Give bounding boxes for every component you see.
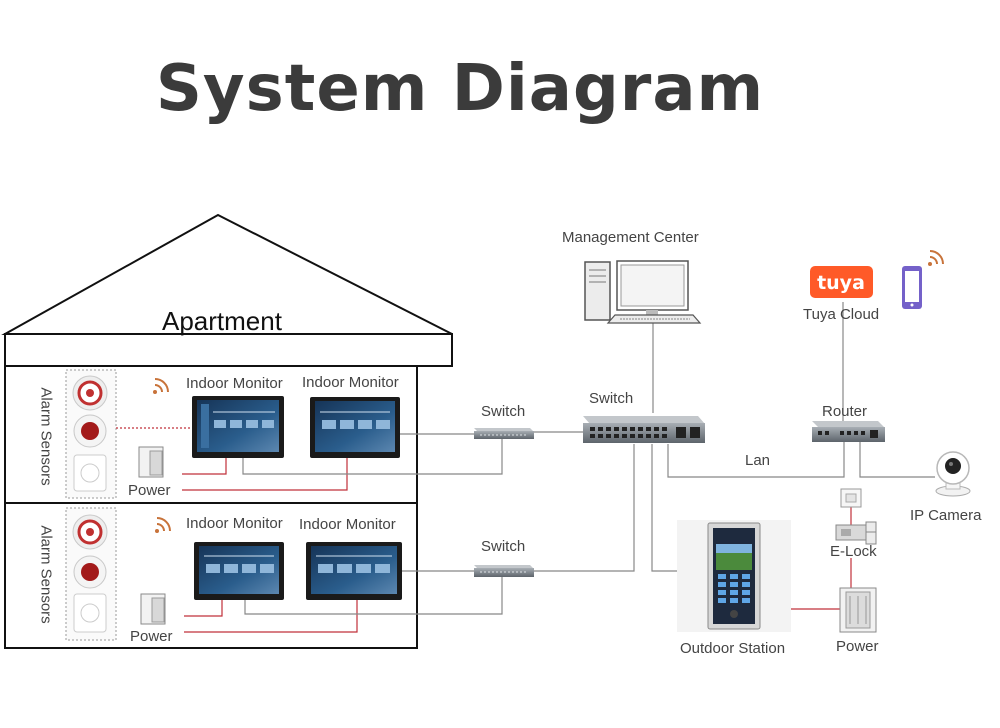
ip-camera-label: IP Camera — [910, 507, 982, 524]
indoor-monitor-label-4: Indoor Monitor — [299, 516, 396, 533]
tuya-logo: tuya — [810, 266, 873, 298]
power-supply-3 — [839, 587, 877, 633]
lan-label: Lan — [745, 452, 771, 469]
power-supply-2 — [140, 593, 166, 625]
e-lock-label: E-Lock — [830, 543, 877, 560]
indoor-monitor-2 — [310, 397, 400, 458]
indoor-monitor-4 — [306, 542, 402, 600]
router-label: Router — [822, 403, 868, 420]
switch-floor-2 — [474, 565, 534, 577]
tuya-logo-text: tuya — [817, 272, 865, 294]
power-label-2: Power — [130, 628, 173, 645]
tuya-cloud-label: Tuya Cloud — [803, 306, 880, 323]
power-label-1: Power — [128, 482, 171, 499]
page-title: System Diagram — [155, 52, 765, 126]
switch-label-main: Switch — [589, 390, 634, 407]
alarm-sensors-floor-2 — [65, 507, 117, 641]
indoor-monitor-label-1: Indoor Monitor — [186, 375, 283, 392]
switch-main — [583, 416, 705, 443]
alarm-sensors-floor-1 — [65, 369, 117, 499]
wifi-icon-2 — [155, 517, 171, 533]
indoor-monitor-label-2: Indoor Monitor — [302, 374, 399, 391]
power-supply-1 — [138, 446, 164, 478]
alarm-sensors-label-1: Alarm Sensors — [37, 387, 55, 486]
switch-label-2: Switch — [481, 538, 526, 555]
switch-label-1: Switch — [481, 403, 526, 420]
indoor-monitor-label-3: Indoor Monitor — [186, 515, 283, 532]
management-center-label: Management Center — [562, 229, 699, 246]
switch-floor-1 — [474, 428, 534, 439]
ip-camera — [935, 451, 971, 497]
wifi-icon-1 — [153, 378, 169, 394]
power-wiring — [116, 427, 852, 633]
smartphone-icon — [902, 266, 922, 309]
router — [812, 421, 885, 442]
wifi-icon-3 — [928, 250, 944, 266]
apartment-label: Apartment — [162, 306, 282, 336]
e-lock-button — [840, 488, 862, 508]
e-lock — [835, 521, 877, 545]
indoor-monitor-1 — [192, 396, 284, 458]
power-label-3: Power — [836, 638, 879, 655]
indoor-monitor-3 — [194, 542, 284, 600]
outdoor-station-label: Outdoor Station — [680, 640, 786, 657]
alarm-sensors-label-2: Alarm Sensors — [37, 525, 55, 624]
outdoor-station — [677, 520, 791, 632]
management-center-computer — [584, 260, 702, 324]
